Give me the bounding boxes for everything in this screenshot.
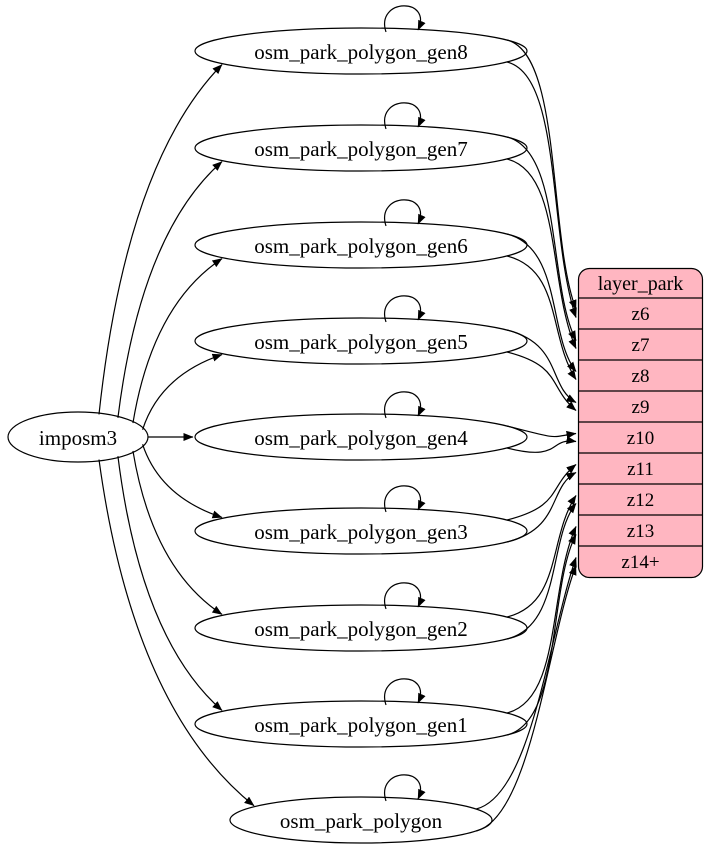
edge-imposm3-to-osm_park_polygon_gen3: [142, 444, 223, 519]
node-osm_park_polygon_gen1-label: osm_park_polygon_gen1: [254, 713, 467, 737]
node-osm_park_polygon: [229, 796, 493, 844]
node-osm_park_polygon_gen6-label: osm_park_polygon_gen6: [254, 234, 467, 258]
edge-osm_park_polygon_gen5-to-z9: [506, 351, 577, 411]
edge-osm_park_polygon-to-z14plus: [476, 557, 577, 810]
edge-osm_park_polygon_gen8-to-z6: [506, 39, 577, 310]
node-imposm3-label: imposm3: [39, 426, 117, 450]
record-row-z12: z12: [627, 490, 654, 511]
node-osm_park_polygon_gen8-label: osm_park_polygon_gen8: [254, 40, 467, 64]
self-loop-osm_park_polygon: [384, 774, 426, 802]
self-loop-osm_park_polygon_gen1: [384, 678, 426, 706]
record-layer-park: [577, 267, 704, 579]
edge-imposm3-to-osm_park_polygon_gen7: [117, 161, 223, 418]
edge-osm_park_polygon_gen7-to-z7: [506, 158, 577, 349]
node-osm_park_polygon_gen8: [194, 27, 528, 75]
node-osm_park_polygon_gen3-label: osm_park_polygon_gen3: [254, 520, 467, 544]
self-loop-osm_park_polygon_gen7: [384, 102, 426, 130]
edge-osm_park_polygon_gen5-to-z9: [506, 329, 577, 404]
record-row-z11: z11: [627, 459, 654, 480]
record-row-z6: z6: [632, 304, 650, 325]
edge-imposm3-to-osm_park_polygon_gen6: [132, 258, 223, 424]
edge-imposm3-to-osm_park_polygon_gen1: [117, 456, 223, 711]
self-loop-osm_park_polygon_gen5: [384, 295, 426, 323]
self-loop-osm_park_polygon_gen4: [384, 391, 426, 419]
edge-imposm3-to-osm_park_polygon: [98, 459, 255, 807]
record-row-z13: z13: [627, 521, 654, 542]
record-row-z14plus: z14+: [621, 552, 659, 573]
self-loop-osm_park_polygon_gen2: [384, 582, 426, 610]
edge-osm_park_polygon_gen7-to-z7: [506, 136, 577, 341]
node-osm_park_polygon_gen2-label: osm_park_polygon_gen2: [254, 617, 467, 641]
edge-osm_park_polygon_gen8-to-z6: [506, 61, 577, 318]
edge-imposm3-to-osm_park_polygon_gen2: [132, 450, 223, 615]
record-row-z7: z7: [632, 335, 650, 356]
edge-imposm3-to-osm_park_polygon_gen5: [142, 353, 223, 430]
record-row-z10: z10: [627, 428, 654, 449]
edge-imposm3-to-osm_park_polygon_gen8: [98, 64, 223, 415]
edge-osm_park_polygon_gen2-to-z12: [506, 503, 577, 640]
node-osm_park_polygon_gen3: [194, 507, 528, 555]
node-osm_park_polygon_gen4: [194, 413, 528, 461]
self-loop-osm_park_polygon_gen3: [384, 485, 426, 513]
node-osm_park_polygon_gen5: [194, 317, 528, 365]
edge-osm_park_polygon_gen3-to-z11: [506, 471, 577, 543]
node-osm_park_polygon_gen7: [194, 124, 528, 172]
record-row-z9: z9: [632, 397, 650, 418]
record-title: layer_park: [598, 273, 684, 295]
edge-osm_park_polygon_gen4-to-z10: [506, 425, 577, 439]
node-osm_park_polygon-label: osm_park_polygon: [280, 809, 443, 833]
record-row-z8: z8: [632, 366, 650, 387]
edge-osm_park_polygon_gen4-to-z10: [506, 436, 577, 453]
node-osm_park_polygon_gen5-label: osm_park_polygon_gen5: [254, 330, 467, 354]
node-osm_park_polygon_gen1: [194, 700, 528, 748]
node-osm_park_polygon_gen4-label: osm_park_polygon_gen4: [254, 426, 468, 450]
edge-osm_park_polygon_gen3-to-z11: [506, 464, 577, 521]
edge-osm_park_polygon-to-z14plus: [476, 565, 577, 832]
edge-osm_park_polygon_gen1-to-z13: [506, 526, 577, 714]
node-osm_park_polygon_gen7-label: osm_park_polygon_gen7: [254, 137, 467, 161]
edge-osm_park_polygon_gen6-to-z8: [506, 233, 577, 372]
edge-osm_park_polygon_gen6-to-z8: [506, 255, 577, 380]
self-loop-osm_park_polygon_gen8: [384, 5, 426, 33]
self-loop-osm_park_polygon_gen6: [384, 199, 426, 227]
